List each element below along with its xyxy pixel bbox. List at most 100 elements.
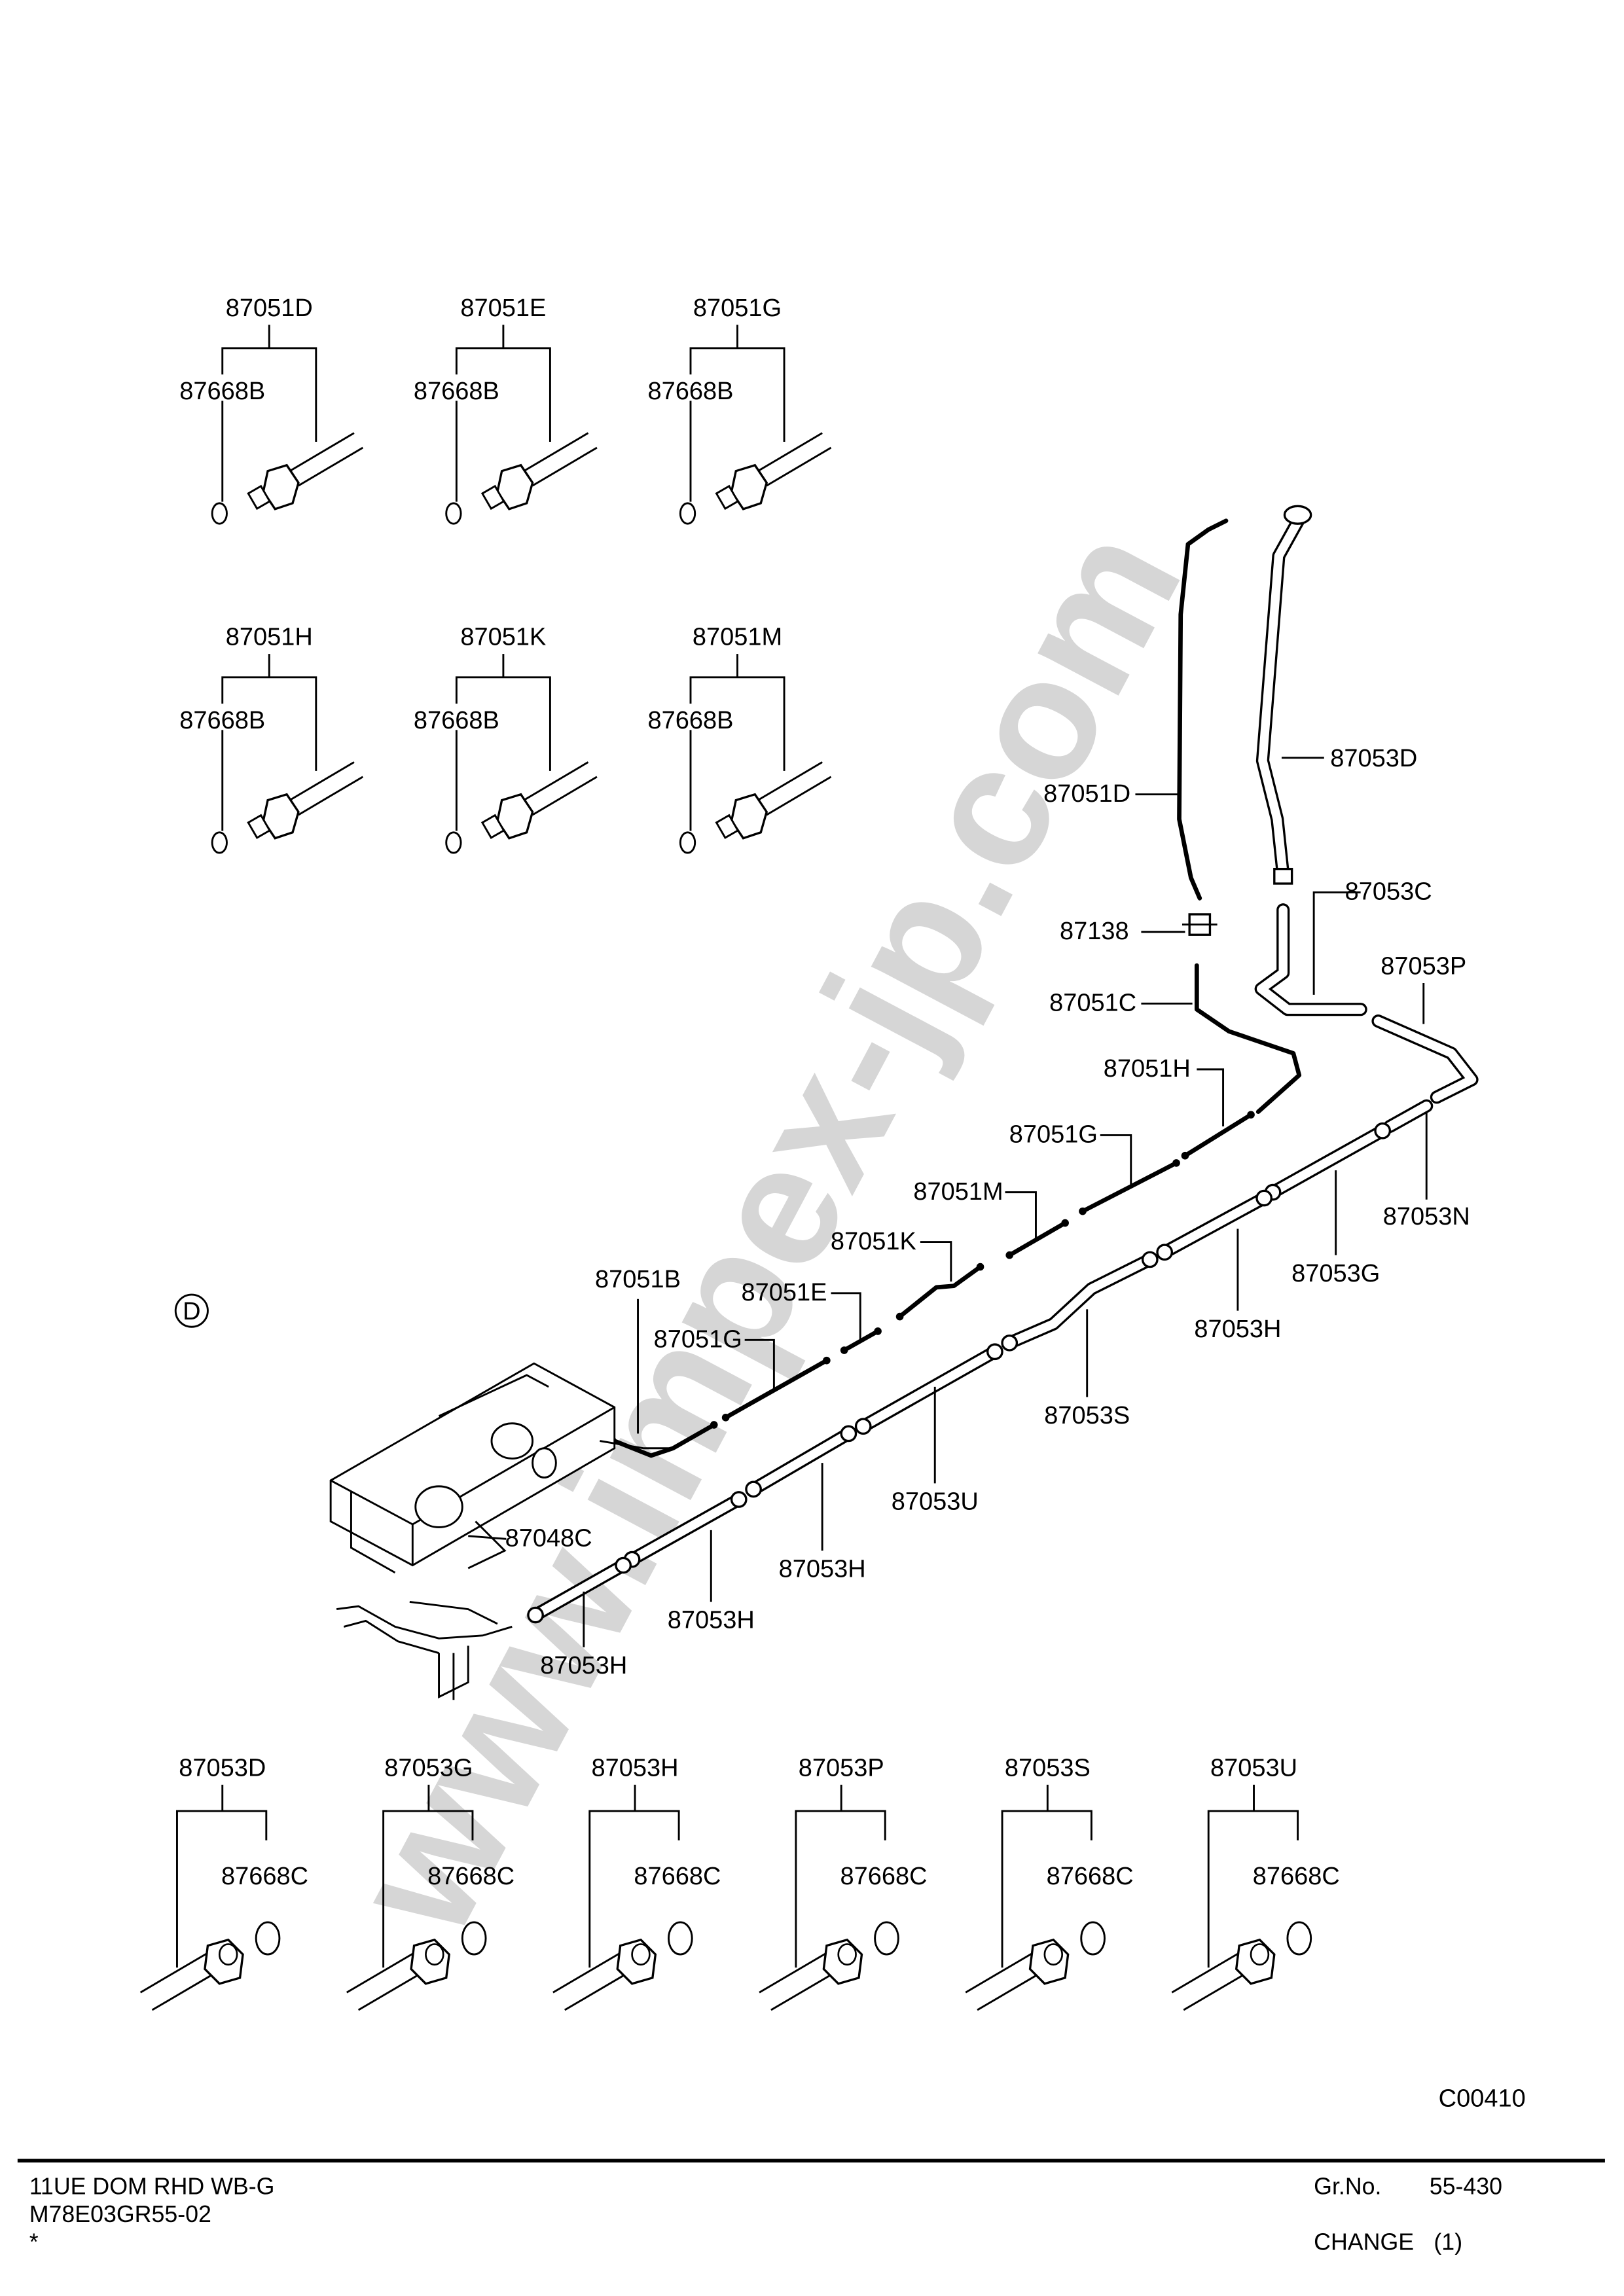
leader-line bbox=[744, 1338, 775, 1390]
part-label: 87053C bbox=[1345, 878, 1432, 906]
part-number: 87051H bbox=[226, 624, 313, 651]
pipe-87051K bbox=[895, 1263, 984, 1321]
callout-87053S: 87053S 87668C bbox=[965, 1754, 1134, 2011]
oring-number: 87668C bbox=[1253, 1863, 1340, 1890]
bracket bbox=[382, 1810, 474, 1968]
oring-number: 87668B bbox=[179, 707, 265, 734]
drawing-code: C00410 bbox=[1439, 2085, 1526, 2113]
pipe-87051G bbox=[1079, 1159, 1180, 1215]
part-callout-87051H: 87051H bbox=[1104, 1055, 1225, 1127]
footer-model: 11UE DOM RHD WB-G bbox=[29, 2174, 275, 2200]
bracket bbox=[221, 347, 317, 502]
oring-number: 87668C bbox=[634, 1863, 721, 1890]
oring-icon bbox=[211, 502, 228, 525]
main-pipe-run bbox=[527, 1122, 1392, 1624]
leader-line bbox=[831, 1292, 861, 1340]
part-label: 87138 bbox=[1060, 918, 1129, 945]
part-callout-87051M: 87051M bbox=[913, 1178, 1037, 1241]
ac-unit-body bbox=[329, 1362, 674, 1700]
part-number: 87051D bbox=[226, 295, 313, 322]
oring-number: 87668C bbox=[221, 1863, 308, 1890]
part-number: 87053G bbox=[384, 1754, 473, 1782]
oring-icon bbox=[874, 1921, 899, 1956]
part-callout-87053H: 87053H bbox=[779, 1463, 866, 1583]
callout-87051E: 87051E 87668B bbox=[412, 295, 598, 525]
part-number: 87053P bbox=[799, 1754, 884, 1782]
part-label: 87053G bbox=[1291, 1260, 1380, 1287]
part-label: 87053N bbox=[1383, 1203, 1470, 1230]
part-label: 87051G bbox=[1009, 1121, 1098, 1149]
pipe-87051H bbox=[1181, 1111, 1255, 1160]
callout-87051D: 87051D 87668B bbox=[178, 295, 364, 525]
footer-group-label: Gr.No. bbox=[1314, 2174, 1381, 2200]
part-label: 87053S bbox=[1044, 1402, 1130, 1429]
part-callout-87053P: 87053P bbox=[1380, 953, 1466, 1024]
part-callout-87053N: 87053N bbox=[1383, 1111, 1470, 1230]
leader-line bbox=[1100, 1134, 1132, 1188]
leader-line bbox=[920, 1241, 952, 1282]
part-label: 87053H bbox=[540, 1652, 627, 1679]
oring-number: 87668B bbox=[179, 378, 265, 405]
part-label: 87048C bbox=[505, 1525, 592, 1552]
part-number: 87051E bbox=[460, 295, 546, 322]
pipe-87051C bbox=[1194, 963, 1302, 1115]
footer-change-label: CHANGE bbox=[1314, 2229, 1414, 2255]
part-label: 87051G bbox=[654, 1326, 742, 1354]
footer-group-value: 55-430 bbox=[1430, 2174, 1502, 2200]
callout-87051H: 87051H 87668B bbox=[178, 624, 364, 854]
oring-number: 87668C bbox=[1047, 1863, 1134, 1890]
part-callout-87051K: 87051K bbox=[831, 1228, 952, 1282]
part-callout-87051C: 87051C bbox=[1049, 989, 1193, 1016]
part-callout-87053C: 87053C bbox=[1312, 878, 1432, 995]
oring-number: 87668B bbox=[648, 707, 734, 734]
pipe-87053H bbox=[527, 1556, 632, 1624]
oring-icon bbox=[668, 1921, 693, 1956]
part-label: 87051E bbox=[742, 1279, 827, 1306]
part-callout-87053H: 87053H bbox=[668, 1530, 755, 1634]
part-number: 87051K bbox=[460, 624, 546, 651]
part-number: 87053U bbox=[1210, 1754, 1297, 1782]
footer-code: M78E03GR55-02 bbox=[29, 2201, 211, 2227]
oring-icon bbox=[679, 502, 696, 525]
view-marker-d: D bbox=[174, 1293, 209, 1328]
part-callout-87053D: 87053D bbox=[1281, 745, 1417, 772]
oring-number: 87668B bbox=[414, 378, 499, 405]
union-87138 bbox=[1182, 913, 1218, 936]
part-callout-87138: 87138 bbox=[1060, 918, 1185, 945]
oring-icon bbox=[211, 831, 228, 854]
part-label: 87053H bbox=[1194, 1316, 1281, 1343]
part-number: 87051M bbox=[693, 624, 782, 651]
pipe-87053H bbox=[1156, 1189, 1272, 1261]
pipe-87053S bbox=[1001, 1251, 1159, 1352]
part-callout-87053G: 87053G bbox=[1291, 1170, 1380, 1287]
pipe-87053D bbox=[1255, 505, 1312, 885]
bracket bbox=[689, 676, 785, 831]
part-number: 87053S bbox=[1005, 1754, 1091, 1782]
part-number: 87053H bbox=[592, 1754, 679, 1782]
oring-icon bbox=[445, 831, 462, 854]
part-label: 87051H bbox=[1104, 1055, 1191, 1083]
oring-icon bbox=[1286, 1921, 1312, 1956]
part-label: 87053P bbox=[1380, 953, 1466, 980]
pipe-87053P bbox=[1371, 1014, 1479, 1104]
part-callout-87051B: 87051B bbox=[595, 1266, 681, 1434]
bracket bbox=[1001, 1810, 1092, 1968]
pipe-87053C bbox=[1254, 903, 1367, 1016]
part-label: 87053H bbox=[779, 1555, 866, 1583]
part-label: 87051K bbox=[831, 1228, 916, 1255]
pipe-87053U bbox=[854, 1343, 1003, 1435]
bracket bbox=[1207, 1810, 1299, 1968]
part-label: 87051D bbox=[1043, 780, 1130, 808]
pipe-87051G bbox=[721, 1356, 831, 1422]
pipe-87051M bbox=[1005, 1219, 1069, 1259]
part-label: 87053H bbox=[668, 1607, 755, 1634]
callout-87051M: 87051M 87668B bbox=[646, 624, 832, 854]
oring-number: 87668B bbox=[414, 707, 499, 734]
part-callout-87053S: 87053S bbox=[1044, 1309, 1130, 1429]
footer: 11UE DOM RHD WB-G M78E03GR55-02 * Gr.No.… bbox=[17, 2159, 1605, 2255]
callout-87051K: 87051K 87668B bbox=[412, 624, 598, 854]
